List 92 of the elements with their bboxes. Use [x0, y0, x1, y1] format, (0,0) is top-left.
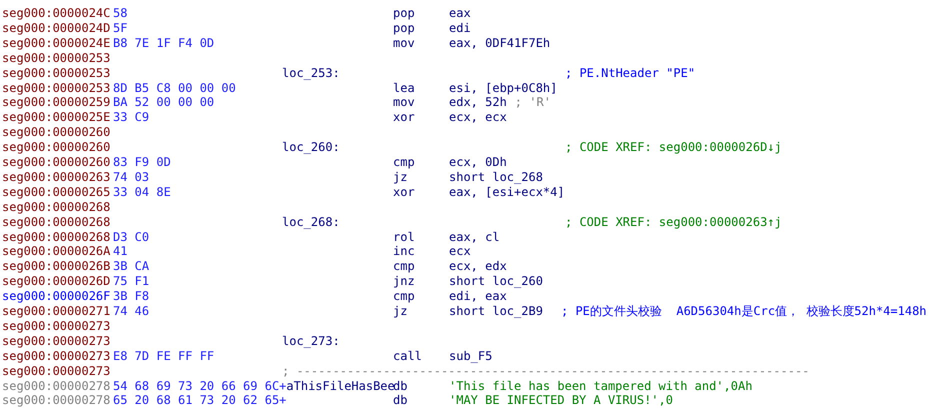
- operand-text: edi, eax: [449, 289, 507, 304]
- operand-text: ecx, edx: [449, 259, 507, 274]
- mnemonic-text: mov: [393, 36, 415, 50]
- address-text: seg000:00000273: [2, 348, 110, 363]
- separator-comment: ; -----------------------------------------------------------------------: [282, 364, 810, 378]
- xref-comment: ; CODE XREF: seg000:0000026D↓j: [565, 140, 782, 154]
- opcode-bytes-text: 5F: [113, 20, 128, 35]
- operand-text: sub_F5: [449, 348, 492, 363]
- address-text: seg000:0000026A: [2, 244, 110, 258]
- address-text: seg000:00000273: [2, 318, 110, 333]
- address-text: seg000:0000026D: [2, 274, 110, 288]
- operand-text: short loc_2B9: [449, 304, 543, 318]
- address-text: seg000:00000265: [2, 184, 110, 199]
- xref-comment: ; CODE XREF: seg000:00000263↑j: [565, 214, 782, 229]
- opcode-bytes-text: 65 20 68 61 73 20 62 65+: [113, 393, 286, 408]
- code-label: loc_268:: [282, 214, 340, 229]
- address-text: seg000:0000024C: [2, 6, 110, 20]
- string-operand: 'MAY BE INFECTED BY A VIRUS!',0: [449, 393, 673, 408]
- operand-text: eax, 0DF41F7Eh: [449, 36, 550, 50]
- operand-text: eax, cl: [449, 230, 500, 244]
- opcode-bytes-text: 8D B5 C8 00 00 00: [113, 80, 236, 94]
- mnemonic-text: lea: [393, 80, 415, 94]
- mnemonic-text: cmp: [393, 259, 415, 274]
- mnemonic-text: pop: [393, 6, 415, 20]
- address-text: seg000:0000024E: [2, 36, 110, 50]
- operand-text: esi, [ebp+0C8h]: [449, 80, 558, 94]
- mnemonic-text: jz: [393, 304, 408, 318]
- operand-text: ecx: [449, 244, 471, 258]
- operand-text: ecx, ecx: [449, 110, 507, 124]
- data-name-text: aThisFileHasBee: [286, 378, 395, 392]
- opcode-bytes-text: 74 46: [113, 304, 150, 318]
- address-text: seg000:00000253: [2, 66, 110, 80]
- mnemonic-text: inc: [393, 244, 415, 258]
- mnemonic-text: rol: [393, 230, 415, 244]
- string-operand: 'This file has been tampered with and',0Ah: [449, 378, 752, 392]
- code-label: loc_253:: [282, 66, 340, 80]
- opcode-bytes-text: 83 F9 0D: [113, 155, 171, 169]
- opcode-bytes-text: 74 03: [113, 170, 150, 184]
- address-text: seg000:00000259: [2, 95, 110, 110]
- opcode-bytes-text: 75 F1: [113, 274, 150, 288]
- address-text: seg000:00000260: [2, 140, 110, 154]
- address-text: seg000:00000268: [2, 200, 110, 214]
- comment-text: ; PE的文件头校验 A6D56304h是Crc值， 校验长度52h*4=148h: [561, 304, 927, 318]
- opcode-bytes-text: 54 68 69 73 20 66 69 6C+: [113, 378, 286, 392]
- operand-text: ecx, 0Dh: [449, 155, 507, 169]
- address-text: seg000:00000271: [2, 304, 110, 318]
- address-text: seg000:00000268: [2, 214, 110, 229]
- mnemonic-text: jnz: [393, 274, 415, 288]
- opcode-bytes-text: 3B CA: [113, 259, 150, 274]
- mnemonic-text: db: [393, 393, 408, 408]
- opcode-bytes-text: 41: [113, 244, 128, 258]
- address-text: seg000:00000260: [2, 125, 110, 140]
- code-label: loc_273:: [282, 334, 340, 348]
- mnemonic-text: xor: [393, 184, 415, 199]
- address-text: seg000:00000273: [2, 334, 110, 348]
- address-text: seg000:00000278: [2, 393, 110, 408]
- address-text: seg000:0000026F: [2, 289, 110, 304]
- operand-text: edi: [449, 20, 471, 35]
- address-text: seg000:00000273: [2, 364, 110, 378]
- address-text: seg000:00000278: [2, 378, 110, 392]
- address-text: seg000:00000253: [2, 80, 110, 94]
- comment-text: ; 'R': [514, 95, 551, 110]
- mnemonic-text: cmp: [393, 155, 415, 169]
- mnemonic-text: db: [393, 378, 408, 392]
- opcode-bytes-text: 58: [113, 6, 128, 20]
- comment-text: ; PE.NtHeader "PE": [565, 66, 696, 80]
- opcode-bytes-text: D3 C0: [113, 230, 150, 244]
- mnemonic-text: pop: [393, 20, 415, 35]
- address-text: seg000:00000260: [2, 155, 110, 169]
- opcode-bytes-text: 3B F8: [113, 289, 150, 304]
- mnemonic-text: mov: [393, 95, 415, 110]
- code-label: loc_260:: [282, 140, 340, 154]
- mnemonic-text: jz: [393, 170, 408, 184]
- address-text: seg000:00000263: [2, 170, 110, 184]
- mnemonic-text: xor: [393, 110, 415, 124]
- opcode-bytes-text: 33 C9: [113, 110, 150, 124]
- address-text: seg000:0000024D: [2, 20, 110, 35]
- mnemonic-text: call: [393, 348, 422, 363]
- mnemonic-text: cmp: [393, 289, 415, 304]
- opcode-bytes-text: BA 52 00 00 00: [113, 95, 214, 110]
- operand-text: short loc_268: [449, 170, 543, 184]
- address-text: seg000:0000026B: [2, 259, 110, 274]
- operand-text: eax, [esi+ecx*4]: [449, 184, 565, 199]
- address-text: seg000:00000253: [2, 50, 110, 65]
- opcode-bytes-text: 33 04 8E: [113, 184, 171, 199]
- opcode-bytes-text: B8 7E 1F F4 0D: [113, 36, 214, 50]
- address-text: seg000:0000025E: [2, 110, 110, 124]
- operand-text: edx, 52h: [449, 95, 507, 110]
- opcode-bytes-text: E8 7D FE FF FF: [113, 348, 214, 363]
- operand-text: short loc_260: [449, 274, 543, 288]
- address-text: seg000:00000268: [2, 230, 110, 244]
- operand-text: eax: [449, 6, 471, 20]
